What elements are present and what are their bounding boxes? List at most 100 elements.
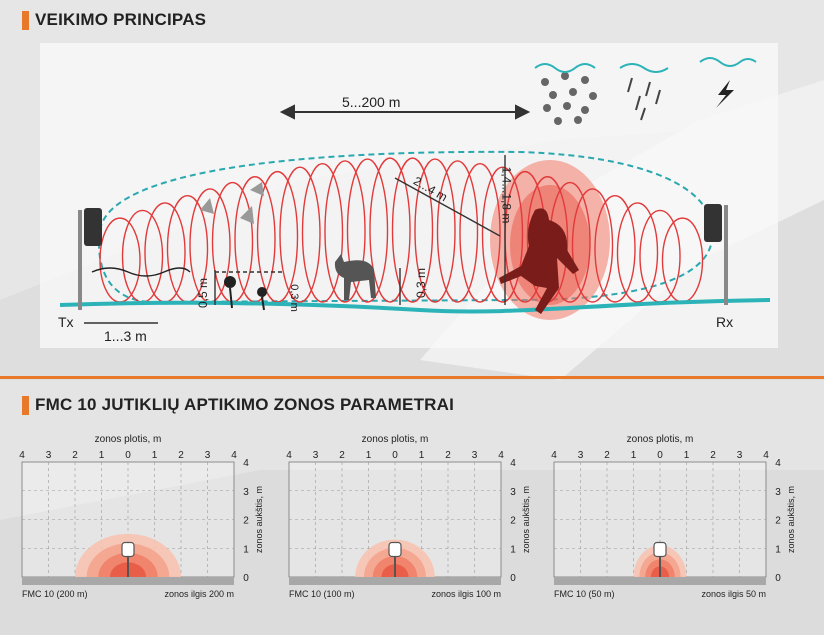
side-axis-title: zonos aukštis, m <box>521 486 531 553</box>
side-tick-label: 1 <box>775 544 781 555</box>
length-label: zonos ilgis 100 m <box>431 589 501 599</box>
side-tick-label: 4 <box>510 458 516 469</box>
side-tick-label: 0 <box>775 573 781 584</box>
side-tick-label: 2 <box>243 516 249 527</box>
grass-wave <box>91 267 191 277</box>
accent-marker <box>22 395 29 415</box>
section-title-params: FMC 10 JUTIKLIŲ APTIKIMO ZONOS PARAMETRA… <box>22 395 454 415</box>
top-tick-label: 1 <box>152 450 158 461</box>
ground-bar <box>289 577 501 585</box>
section-divider <box>0 376 824 379</box>
side-tick-label: 1 <box>243 544 249 555</box>
top-tick-label: 4 <box>19 450 25 461</box>
top-tick-label: 2 <box>445 450 451 461</box>
side-axis-title: zonos aukštis, m <box>786 486 796 553</box>
side-tick-label: 0 <box>243 573 249 584</box>
top-tick-label: 4 <box>231 450 237 461</box>
h05-label: 0,5 m <box>196 277 211 309</box>
beam-loop <box>256 170 299 303</box>
top-tick-label: 1 <box>99 450 105 461</box>
rain-icon <box>627 77 661 121</box>
beam-loop <box>594 195 636 303</box>
height-label: 1,4...1,8 m <box>499 166 514 224</box>
flower-icon <box>224 276 267 311</box>
top-tick-label: 0 <box>125 450 131 461</box>
top-tick-label: 2 <box>339 450 345 461</box>
accent-marker <box>22 10 29 30</box>
zone-chart: 4 3 2 1 0 1 2 3 4 zonos plotis, m 4 3 2 1 0 zonos aukšt… <box>19 434 264 599</box>
rx-post <box>704 204 728 305</box>
rx-label: Rx <box>716 314 734 330</box>
intruder-silhouette <box>499 208 579 314</box>
sensor-icon <box>653 541 667 558</box>
top-tick-label: 0 <box>392 450 398 461</box>
snow-icon <box>541 72 597 125</box>
ground-bar <box>554 577 766 585</box>
section-title-text: VEIKIMO PRINCIPAS <box>35 10 207 29</box>
side-axis-title: zonos aukštis, m <box>254 486 264 553</box>
top-tick-label: 0 <box>657 450 663 461</box>
side-tick-label: 2 <box>775 516 781 527</box>
beam-loop <box>616 202 659 303</box>
section-title-text: FMC 10 JUTIKLIŲ APTIKIMO ZONOS PARAMETRA… <box>35 395 455 414</box>
side-tick-label: 0 <box>510 573 516 584</box>
top-tick-label: 3 <box>46 450 52 461</box>
range-label: 5...200 m <box>342 94 401 110</box>
h03b-label: 0,3 m <box>287 284 300 312</box>
side-tick-label: 3 <box>510 487 516 498</box>
cat-silhouette <box>334 254 376 300</box>
top-tick-label: 2 <box>710 450 716 461</box>
top-axis-title: zonos plotis, m <box>95 434 162 445</box>
top-axis-title: zonos plotis, m <box>362 434 429 445</box>
beam-loops <box>99 157 704 303</box>
h03-label: 0,3 m <box>414 267 429 299</box>
top-tick-label: 3 <box>313 450 319 461</box>
beam-loop <box>346 158 389 303</box>
top-tick-label: 3 <box>578 450 584 461</box>
top-tick-label: 3 <box>205 450 211 461</box>
model-label: FMC 10 (50 m) <box>554 589 615 599</box>
model-label: FMC 10 (200 m) <box>22 589 88 599</box>
beam-loop <box>571 188 614 303</box>
principle-panel <box>40 43 778 348</box>
beam-loop <box>391 157 434 303</box>
top-tick-label: 1 <box>419 450 425 461</box>
beam-loop <box>99 217 141 303</box>
cloud-waves <box>534 57 757 73</box>
top-tick-label: 2 <box>178 450 184 461</box>
beam-loop <box>144 202 186 303</box>
top-tick-label: 4 <box>286 450 292 461</box>
side-tick-label: 2 <box>510 516 516 527</box>
beam-loop <box>459 162 501 303</box>
side-tick-label: 3 <box>243 487 249 498</box>
principle-diagram <box>59 57 771 324</box>
top-tick-label: 2 <box>72 450 78 461</box>
side-tick-label: 1 <box>510 544 516 555</box>
sensor-icon <box>388 541 402 558</box>
length-label: zonos ilgis 200 m <box>164 589 234 599</box>
tx-label: Tx <box>58 314 74 330</box>
beam-loop <box>414 158 456 303</box>
range-arrow <box>279 104 531 120</box>
beam-loop <box>279 166 321 303</box>
model-label: FMC 10 (100 m) <box>289 589 355 599</box>
beam-loop <box>639 209 681 303</box>
side-tick-label: 3 <box>775 487 781 498</box>
detection-zone-envelope <box>98 150 714 304</box>
top-tick-label: 1 <box>366 450 372 461</box>
top-tick-label: 2 <box>604 450 610 461</box>
beam-loop <box>436 160 479 303</box>
beam-loop <box>301 162 344 303</box>
side-tick-label: 4 <box>243 458 249 469</box>
beam-loop <box>121 209 164 303</box>
top-tick-label: 4 <box>551 450 557 461</box>
top-tick-label: 3 <box>737 450 743 461</box>
top-tick-label: 1 <box>684 450 690 461</box>
beam-loop <box>369 157 411 303</box>
ground-bar <box>22 577 234 585</box>
top-tick-label: 1 <box>631 450 637 461</box>
sensor-icon <box>121 541 135 558</box>
beam-loop <box>661 217 704 303</box>
